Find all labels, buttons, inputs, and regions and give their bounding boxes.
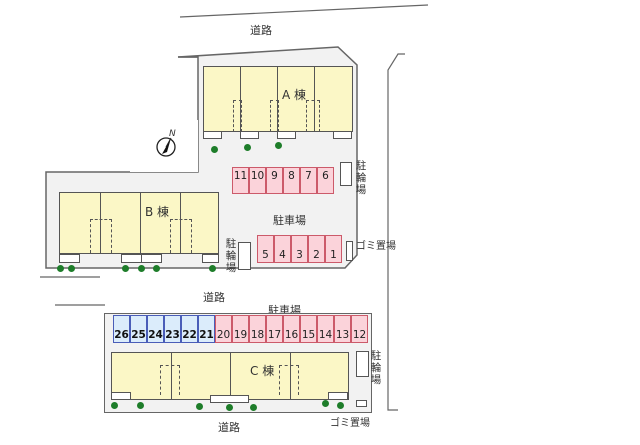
entrance-step: [333, 131, 352, 139]
parking-slot-25[interactable]: 25: [130, 315, 147, 343]
parking-slot-17[interactable]: 17: [266, 315, 283, 343]
parking-slot-3[interactable]: 3: [291, 235, 308, 263]
entrance-step: [240, 131, 259, 139]
parking-row-11-6: 11 10 9 8 7 6: [232, 167, 334, 194]
parking-slot-26[interactable]: 26: [113, 315, 130, 343]
tree-icon: [322, 400, 329, 407]
entrance-step: [111, 392, 131, 400]
parking-slot-12[interactable]: 12: [351, 315, 368, 343]
compass: N: [154, 129, 180, 158]
bicycle-parking-a-label: 駐輪場: [355, 160, 367, 196]
parking-row-5-1: 5 4 3 2 1: [257, 235, 342, 263]
tree-icon: [211, 146, 218, 153]
road-label-top: 道路: [250, 24, 272, 37]
bicycle-parking-a: [340, 162, 352, 186]
parking-slot-15[interactable]: 15: [300, 315, 317, 343]
building-c: [111, 352, 349, 400]
bicycle-parking-b: [238, 242, 251, 270]
building-a-label: A 棟: [282, 88, 307, 102]
parking-slot-9[interactable]: 9: [266, 167, 283, 194]
garbage-area-upper-label: ゴミ置場: [356, 241, 396, 252]
tree-icon: [244, 144, 251, 151]
road-label-middle: 道路: [203, 291, 225, 304]
parking-slot-18[interactable]: 18: [249, 315, 266, 343]
tree-icon: [250, 404, 257, 411]
parking-slot-24[interactable]: 24: [147, 315, 164, 343]
parking-slot-20[interactable]: 20: [215, 315, 232, 343]
tree-icon: [153, 265, 160, 272]
tree-icon: [68, 265, 75, 272]
parking-slot-13[interactable]: 13: [334, 315, 351, 343]
tree-icon: [337, 402, 344, 409]
road-label-bottom: 道路: [218, 421, 240, 434]
tree-icon: [209, 265, 216, 272]
parking-slot-21[interactable]: 21: [198, 315, 215, 343]
bicycle-parking-c-label: 駐輪場: [370, 350, 382, 386]
entrance-step: [141, 254, 162, 263]
building-b: [59, 192, 219, 254]
parking-slot-10[interactable]: 10: [249, 167, 266, 194]
parking-slot-22[interactable]: 22: [181, 315, 198, 343]
tree-icon: [57, 265, 64, 272]
parking-slot-23[interactable]: 23: [164, 315, 181, 343]
building-a: [203, 66, 353, 132]
parking-slot-16[interactable]: 16: [283, 315, 300, 343]
parking-label-central: 駐車場: [273, 214, 306, 227]
entrance-step: [202, 254, 219, 263]
entrance-step: [203, 131, 222, 139]
tree-icon: [196, 403, 203, 410]
building-b-label: B 棟: [145, 205, 170, 219]
tree-icon: [137, 402, 144, 409]
garbage-area-lower: [356, 400, 367, 407]
north-arrow-icon: [156, 137, 176, 157]
parking-slot-6[interactable]: 6: [317, 167, 334, 194]
tree-icon: [111, 402, 118, 409]
tree-icon: [138, 265, 145, 272]
building-c-label: C 棟: [250, 364, 275, 378]
parking-slot-14[interactable]: 14: [317, 315, 334, 343]
garbage-area-lower-label: ゴミ置場: [330, 418, 370, 429]
entrance-step: [59, 254, 80, 263]
parking-row-26-12: 26 25 24 23 22 21 20 19 18 17 16 15 14 1…: [113, 315, 368, 343]
entrance-step: [210, 395, 249, 403]
compass-north-label: N: [169, 129, 176, 139]
parking-slot-5[interactable]: 5: [257, 235, 274, 263]
tree-icon: [275, 142, 282, 149]
parking-slot-4[interactable]: 4: [274, 235, 291, 263]
bicycle-parking-c: [356, 351, 369, 377]
parking-slot-7[interactable]: 7: [300, 167, 317, 194]
entrance-step: [277, 131, 296, 139]
parking-slot-1[interactable]: 1: [325, 235, 342, 263]
bicycle-parking-b-label: 駐輪場: [225, 238, 237, 274]
tree-icon: [226, 404, 233, 411]
parking-slot-2[interactable]: 2: [308, 235, 325, 263]
entrance-step: [121, 254, 142, 263]
tree-icon: [122, 265, 129, 272]
parking-slot-19[interactable]: 19: [232, 315, 249, 343]
garbage-area-upper: [346, 241, 353, 261]
entrance-step: [328, 392, 348, 400]
parking-slot-8[interactable]: 8: [283, 167, 300, 194]
parking-slot-11[interactable]: 11: [232, 167, 249, 194]
